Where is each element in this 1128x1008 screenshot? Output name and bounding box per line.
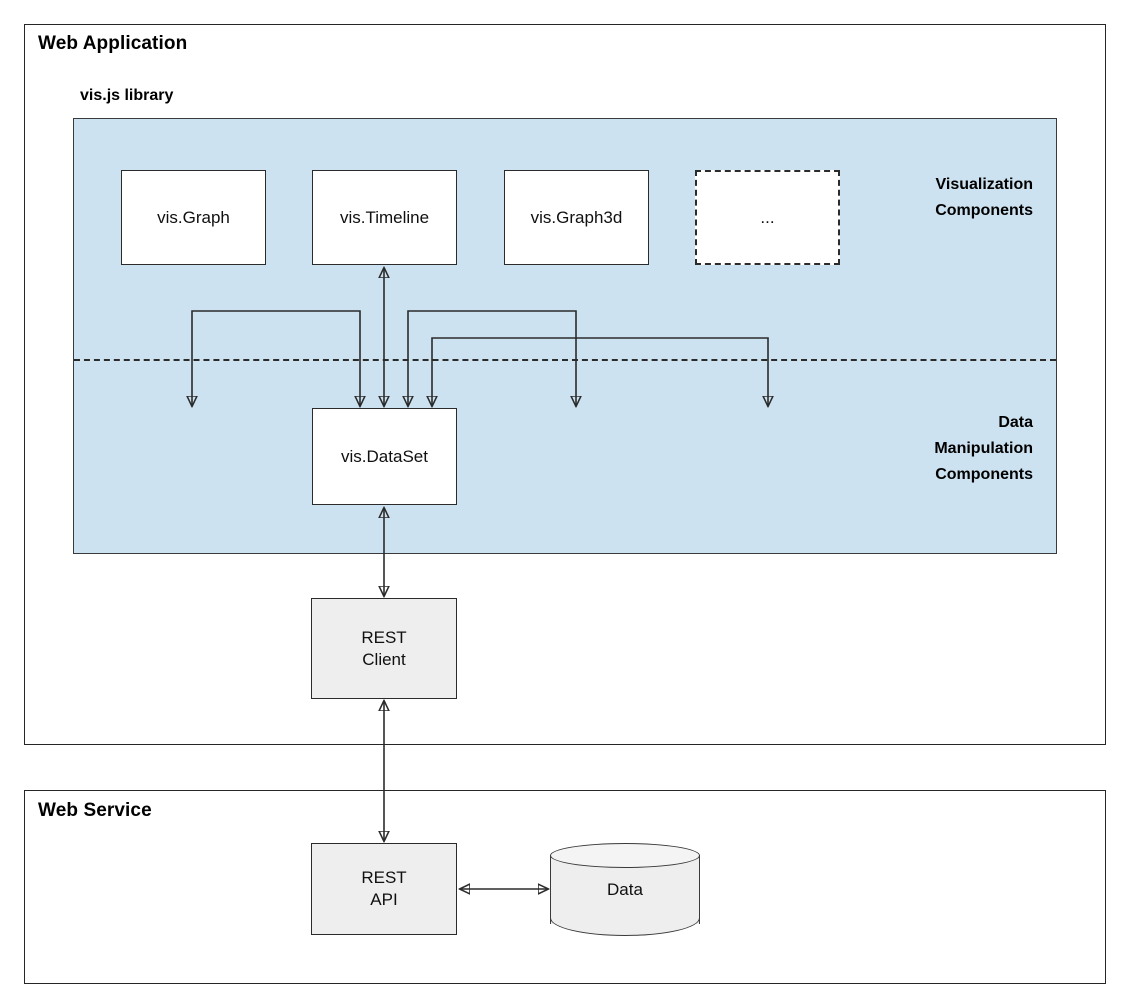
- node-vis-graph3d[interactable]: vis.Graph3d: [504, 170, 649, 265]
- node-vis-dataset[interactable]: vis.DataSet: [312, 408, 457, 505]
- data-manipulation-label-line-3: Components: [935, 465, 1033, 483]
- web-service-title: Web Service: [38, 800, 152, 821]
- rest-api-line-1: REST: [361, 868, 407, 888]
- data-manipulation-label-line-2: Manipulation: [934, 439, 1033, 457]
- data-store-label: Data: [607, 879, 643, 899]
- cylinder-bottom: [550, 901, 700, 936]
- visjs-library-label: vis.js library: [80, 87, 174, 104]
- visualization-label-line-1: Visualization: [935, 176, 1033, 193]
- visualization-components-label: Visualization Components: [935, 172, 1033, 224]
- node-vis-timeline[interactable]: vis.Timeline: [312, 170, 457, 265]
- rest-api-line-2: API: [370, 890, 398, 909]
- layer-divider: [74, 359, 1056, 361]
- node-rest-client[interactable]: REST Client: [311, 598, 457, 699]
- rest-client-line-2: Client: [362, 649, 406, 669]
- data-manipulation-label-line-1: Data: [998, 414, 1033, 431]
- node-rest-api[interactable]: REST API: [311, 843, 457, 935]
- web-application-title: Web Application: [38, 33, 188, 54]
- cylinder-top: [550, 843, 700, 868]
- visualization-label-line-2: Components: [935, 201, 1033, 219]
- node-vis-graph[interactable]: vis.Graph: [121, 170, 266, 265]
- node-ellipsis-placeholder[interactable]: ...: [695, 170, 840, 265]
- node-data-store[interactable]: Data: [550, 843, 700, 936]
- data-manipulation-components-label: Data Manipulation Components: [934, 410, 1033, 488]
- rest-client-line-1: REST: [361, 627, 407, 647]
